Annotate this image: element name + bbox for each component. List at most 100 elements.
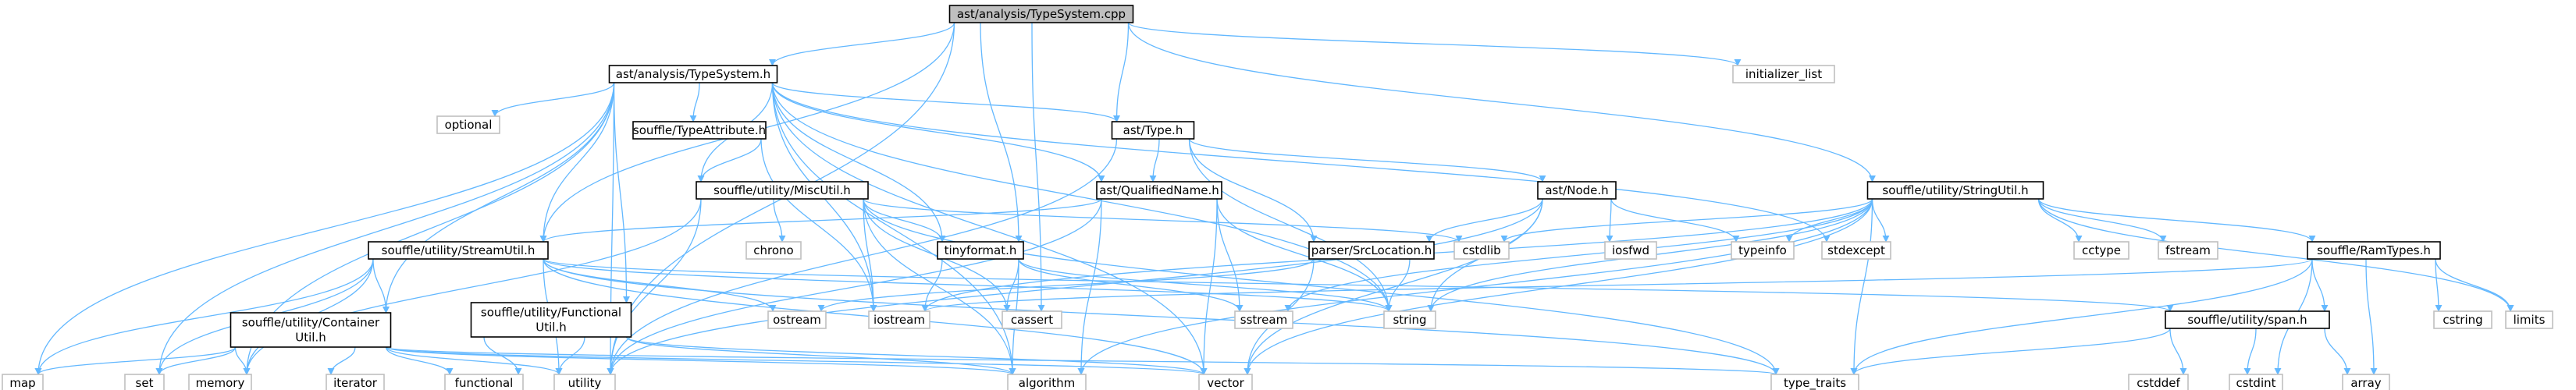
node-box xyxy=(1096,181,1222,200)
edge-container-to-set xyxy=(155,346,237,375)
edge-srcloc-to-string xyxy=(1385,258,1411,312)
node-label: souffle/utility/span.h xyxy=(2187,313,2307,327)
node-streamutil[interactable]: souffle/utility/StreamUtil.h xyxy=(368,241,549,260)
node-label: memory xyxy=(196,376,245,390)
edge-ts_h-to-algorithm xyxy=(771,82,1016,375)
node-cstdlib[interactable]: cstdlib xyxy=(1453,241,1510,260)
node-chrono[interactable]: chrono xyxy=(745,241,802,260)
node-box xyxy=(1604,241,1657,260)
node-set[interactable]: set xyxy=(124,374,165,390)
node-cstddef[interactable]: cstddef xyxy=(2128,374,2189,390)
dependency-nodes: ast/analysis/TypeSystem.cpp ast/analysis/… xyxy=(2,5,2553,390)
node-box xyxy=(632,121,767,140)
edge-miscutil-to-algorithm xyxy=(863,198,1016,375)
node-cstdint[interactable]: cstdint xyxy=(2229,374,2283,390)
node-fstream[interactable]: fstream xyxy=(2158,241,2218,260)
node-srcloc[interactable]: parser/SrcLocation.h xyxy=(1308,241,1435,260)
edge-stringutil-to-limits xyxy=(2037,198,2514,312)
edge-ts_h-to-optional xyxy=(491,82,615,117)
node-miscutil[interactable]: souffle/utility/MiscUtil.h xyxy=(696,181,869,200)
node-iterator[interactable]: iterator xyxy=(326,374,385,390)
edge-miscutil-to-tinyformat xyxy=(863,198,946,243)
node-sstream[interactable]: sstream xyxy=(1234,310,1293,329)
node-box xyxy=(2073,241,2129,260)
node-tinyformat[interactable]: tinyformat.h xyxy=(937,241,1024,260)
edge-streamutil-to-span xyxy=(543,258,2174,312)
node-label: cstdlib xyxy=(1462,243,1500,257)
node-box xyxy=(868,310,930,329)
edge-stringutil-to-type_traits xyxy=(1850,198,1873,375)
edge-type_h-to-srcloc xyxy=(1188,138,1318,243)
node-type-h[interactable]: ast/Type.h xyxy=(1111,121,1195,140)
edge-span-to-array xyxy=(2324,328,2351,375)
node-iostream[interactable]: iostream xyxy=(868,310,930,329)
node-type-traits[interactable]: type_traits xyxy=(1770,374,1859,390)
node-iosfwd[interactable]: iosfwd xyxy=(1604,241,1657,260)
node-map[interactable]: map xyxy=(2,374,44,390)
node-label: map xyxy=(9,376,35,390)
node-cstring[interactable]: cstring xyxy=(2433,310,2492,329)
node-ramtypes[interactable]: souffle/RamTypes.h xyxy=(2307,241,2441,260)
node-label: iosfwd xyxy=(1612,243,1649,257)
node-label: typeinfo xyxy=(1738,243,1787,257)
edge-ts_h-to-functional_h xyxy=(613,82,631,303)
node-stdexcept[interactable]: stdexcept xyxy=(1821,241,1891,260)
node-label: cstdint xyxy=(2236,376,2275,390)
node-optional[interactable]: optional xyxy=(436,115,500,134)
node-label: cstring xyxy=(2443,313,2482,327)
edge-container-to-algorithm xyxy=(385,346,1016,375)
edge-streamutil-to-container xyxy=(372,258,390,314)
edge-streamutil-to-map xyxy=(34,258,374,375)
node-box xyxy=(2505,310,2553,329)
node-box xyxy=(1732,65,1835,83)
node-stringutil[interactable]: souffle/utility/StringUtil.h xyxy=(1866,181,2044,200)
node-memory[interactable]: memory xyxy=(188,374,252,390)
node-ts-h[interactable]: ast/analysis/TypeSystem.h xyxy=(608,65,778,83)
node-label: cassert xyxy=(1011,313,1053,327)
edge-ts_h-to-stdexcept xyxy=(771,82,1831,243)
node-utility[interactable]: utility xyxy=(553,374,616,390)
edge-functional_h-to-functional xyxy=(483,336,522,375)
node-label: cstddef xyxy=(2137,376,2180,390)
node-box xyxy=(553,374,616,390)
node-typeinfo[interactable]: typeinfo xyxy=(1731,241,1795,260)
node-box xyxy=(1537,181,1617,200)
node-algorithm[interactable]: algorithm xyxy=(1007,374,1087,390)
node-box xyxy=(124,374,165,390)
node-string[interactable]: string xyxy=(1383,310,1436,329)
node-ts-cpp[interactable]: ast/analysis/TypeSystem.cpp xyxy=(948,5,1134,23)
edge-miscutil-to-memory xyxy=(243,198,702,375)
node-box xyxy=(326,374,385,390)
node-qualname[interactable]: ast/QualifiedName.h xyxy=(1096,181,1222,200)
node-typeattr[interactable]: souffle/TypeAttribute.h xyxy=(632,121,767,140)
node-cassert[interactable]: cassert xyxy=(1002,310,1062,329)
node-box xyxy=(1007,374,1087,390)
node-init-list[interactable]: initializer_list xyxy=(1732,65,1835,83)
edge-ts_h-to-map xyxy=(34,82,615,375)
node-node-h[interactable]: ast/Node.h xyxy=(1537,181,1617,200)
node-label: souffle/utility/StreamUtil.h xyxy=(382,243,535,257)
edge-ts_h-to-vector xyxy=(771,82,1208,375)
node-box xyxy=(1198,374,1253,390)
node-functional[interactable]: functional xyxy=(444,374,524,390)
node-box xyxy=(2307,241,2441,260)
node-box xyxy=(1383,310,1436,329)
edge-qualname-to-streamutil xyxy=(539,198,1102,243)
node-label: souffle/utility/Functional xyxy=(481,306,621,320)
node-span[interactable]: souffle/utility/span.h xyxy=(2165,310,2330,329)
node-box xyxy=(1308,241,1435,260)
node-label: souffle/TypeAttribute.h xyxy=(633,123,766,137)
node-vector[interactable]: vector xyxy=(1198,374,1253,390)
node-ostream[interactable]: ostream xyxy=(767,310,827,329)
node-label: string xyxy=(1393,313,1426,327)
node-cctype[interactable]: cctype xyxy=(2073,241,2129,260)
edge-node_h-to-vector xyxy=(1244,198,1543,375)
node-array[interactable]: array xyxy=(2342,374,2390,390)
node-box xyxy=(444,374,524,390)
node-limits[interactable]: limits xyxy=(2505,310,2553,329)
edge-ts_cpp-to-ts_h xyxy=(769,22,955,66)
edge-ramtypes-to-cstring xyxy=(2435,258,2443,312)
